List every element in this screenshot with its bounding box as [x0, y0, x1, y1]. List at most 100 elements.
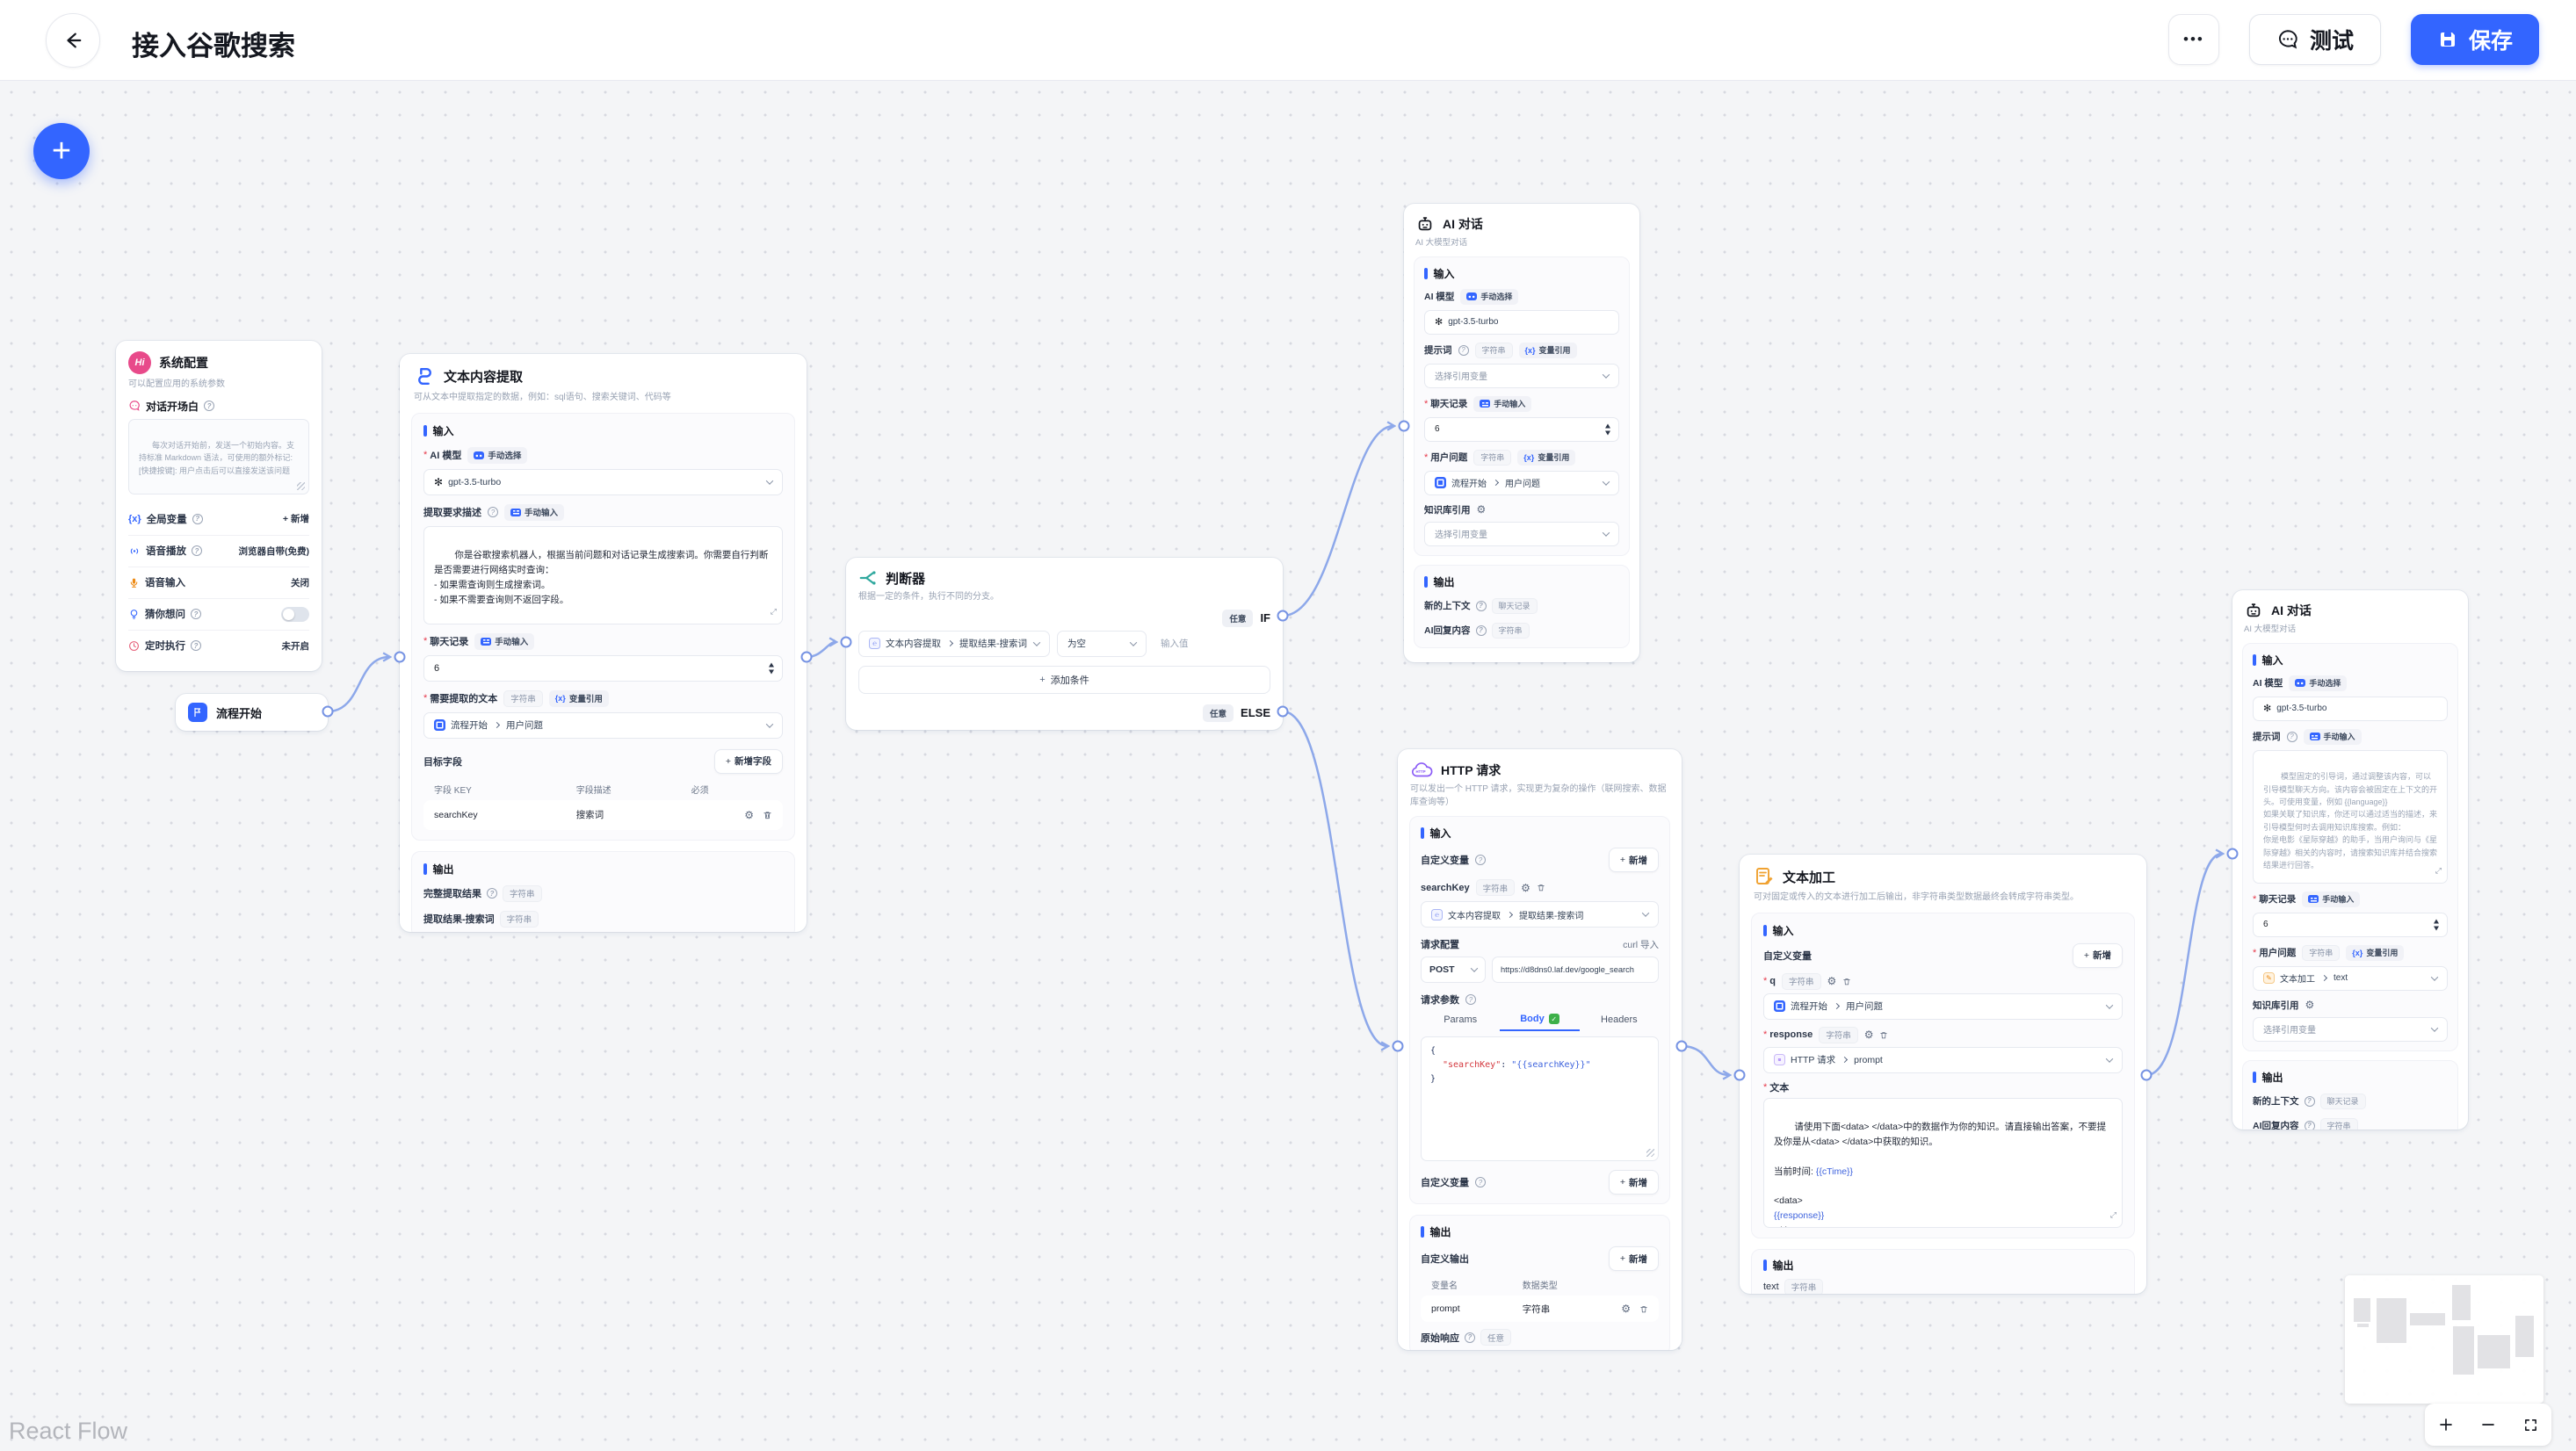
- add-condition-button[interactable]: 添加条件: [858, 665, 1270, 694]
- gear-icon[interactable]: [1864, 1029, 1874, 1040]
- tab-headers[interactable]: Headers: [1601, 1014, 1638, 1025]
- row-speech-input[interactable]: 语音输入 关闭: [128, 566, 309, 598]
- resize-handle[interactable]: [297, 481, 305, 490]
- handle-http-out[interactable]: [1675, 1040, 1688, 1052]
- history-count-input[interactable]: 6: [423, 654, 783, 682]
- help-icon: [488, 507, 498, 517]
- welcome-textarea[interactable]: 每次对话开始前，发送一个初始内容。支持标准 Markdown 语法，可使用的额外…: [128, 418, 309, 494]
- trash-icon[interactable]: [763, 810, 772, 820]
- curl-import-button[interactable]: curl 导入: [1623, 939, 1659, 950]
- handle-judge-in[interactable]: [840, 636, 852, 648]
- save-button[interactable]: 保存: [2410, 14, 2539, 65]
- prompt-ref-select[interactable]: 选择引用变量: [1424, 363, 1619, 388]
- model-select[interactable]: ✻ gpt-3.5-turbo: [1424, 309, 1619, 335]
- model-select[interactable]: ✻ gpt-3.5-turbo: [2253, 696, 2448, 721]
- url-input[interactable]: https://d8dns0.laf.dev/google_search: [1492, 957, 1659, 983]
- handle-extract-in[interactable]: [394, 651, 406, 663]
- trash-icon[interactable]: [1879, 1030, 1888, 1040]
- handle-extract-out[interactable]: [800, 651, 813, 663]
- add-variable-button[interactable]: +新增: [282, 514, 309, 524]
- node-judge[interactable]: 判断器 根据一定的条件，执行不同的分支。 任意 IF ℮ 文本内容提取 提取结果…: [846, 558, 1283, 730]
- add-field-button[interactable]: 新增字段: [713, 748, 783, 774]
- handle-judge-else-out[interactable]: [1277, 705, 1289, 718]
- number-stepper[interactable]: [769, 662, 774, 674]
- flow-canvas[interactable]: + Hi 系统配置 可以配置应用的系统参数 对话开场白 每次对话开始前，发送一个…: [0, 81, 2576, 1451]
- tab-params[interactable]: Params: [1444, 1014, 1478, 1025]
- row-guess-question[interactable]: 猜你想问: [128, 597, 309, 630]
- node-flow-start[interactable]: 流程开始: [176, 694, 328, 731]
- number-stepper[interactable]: [2434, 919, 2439, 931]
- extract-requirement-textarea[interactable]: 你是谷歌搜索机器人，根据当前问题和对话记录生成搜索词。你需要自行判断是否需要进行…: [423, 525, 783, 624]
- edge-judge-else-http[interactable]: [1282, 710, 1387, 1046]
- add-variable-button[interactable]: 新增: [1608, 1170, 1659, 1195]
- gear-icon[interactable]: [1827, 976, 1837, 986]
- handle-judge-if-out[interactable]: [1277, 610, 1289, 622]
- handle-chat2-in[interactable]: [2226, 848, 2239, 860]
- edge-http-tp[interactable]: [1681, 1044, 1729, 1075]
- add-variable-button[interactable]: 新增: [1608, 848, 1659, 872]
- trash-icon[interactable]: [1537, 883, 1545, 892]
- expand-icon[interactable]: ⤢: [2435, 866, 2442, 876]
- resize-handle[interactable]: [1646, 1149, 1654, 1157]
- gear-icon[interactable]: [1521, 883, 1530, 893]
- handle-tp-in[interactable]: [1733, 1069, 1746, 1081]
- condition-value-input[interactable]: 输入值: [1161, 639, 1189, 649]
- edge-judge-if-chat1[interactable]: [1282, 426, 1393, 617]
- number-stepper[interactable]: [1605, 423, 1610, 436]
- node-ai-chat-1[interactable]: AI 对话 AI 大模型对话 输入 AI 模型 手动选择 ✻ gpt-3.5-t…: [1404, 204, 1639, 662]
- back-button[interactable]: [46, 13, 100, 68]
- var-ref-select[interactable]: ℮ 文本内容提取 提取结果-搜索词: [1421, 901, 1659, 928]
- trash-icon[interactable]: [1842, 977, 1851, 986]
- condition-operator-select[interactable]: 为空: [1057, 630, 1147, 657]
- node-http-request[interactable]: HTTP HTTP 请求 可以发出一个 HTTP 请求，实现更为复杂的操作（联网…: [1398, 749, 1682, 1350]
- field-row[interactable]: searchKey 搜索词: [423, 799, 783, 830]
- handle-start-out[interactable]: [322, 705, 334, 718]
- gear-icon[interactable]: [1477, 504, 1487, 515]
- add-variable-button[interactable]: 新增: [2072, 942, 2123, 968]
- edge-tp-chat2[interactable]: [2145, 854, 2222, 1077]
- body-json-editor[interactable]: { "searchKey": "{{searchKey}}" }: [1421, 1036, 1659, 1161]
- history-count-input[interactable]: 6: [1424, 416, 1619, 442]
- text-template-textarea[interactable]: 请使用下面<data> </data>中的数据作为你的知识。请直接输出答案，不要…: [1763, 1097, 2123, 1228]
- node-system-config[interactable]: Hi 系统配置 可以配置应用的系统参数 对话开场白 每次对话开始前，发送一个初始…: [116, 341, 322, 671]
- handle-tp-out[interactable]: [2140, 1069, 2153, 1081]
- q-ref-select[interactable]: 流程开始 用户问题: [1763, 993, 2123, 1020]
- question-ref-select[interactable]: 流程开始 用户问题: [1424, 470, 1619, 495]
- node-ai-chat-2[interactable]: AI 对话 AI 大模型对话 输入 AI 模型 手动选择 ✻ gpt-3.5-t…: [2232, 590, 2468, 1130]
- fit-view-button[interactable]: [2519, 1413, 2542, 1436]
- prompt-textarea[interactable]: 模型固定的引导词，通过调整该内容，可以引导模型聊天方向。该内容会被固定在上下文的…: [2253, 749, 2448, 884]
- row-global-vars[interactable]: {x} 全局变量 +新增: [128, 503, 309, 535]
- add-output-button[interactable]: 新增: [1608, 1246, 1659, 1271]
- handle-chat1-in[interactable]: [1398, 420, 1410, 432]
- gear-icon[interactable]: [2305, 1000, 2315, 1010]
- history-count-input[interactable]: 6: [2253, 912, 2448, 937]
- row-scheduled-run[interactable]: 定时执行 未开启: [128, 629, 309, 661]
- handle-http-in[interactable]: [1392, 1040, 1404, 1052]
- method-select[interactable]: POST: [1421, 957, 1486, 983]
- kb-ref-select[interactable]: 选择引用变量: [2253, 1016, 2448, 1042]
- trash-icon[interactable]: [1639, 1304, 1648, 1314]
- model-select[interactable]: ✻ gpt-3.5-turbo: [423, 468, 783, 495]
- more-button[interactable]: •••: [2167, 14, 2219, 65]
- gear-icon[interactable]: [1621, 1303, 1631, 1314]
- source-ref-select[interactable]: 流程开始 用户问题: [423, 711, 783, 739]
- output-row[interactable]: prompt 字符串: [1421, 1296, 1659, 1322]
- edge-start-extract[interactable]: [327, 657, 389, 713]
- expand-icon[interactable]: ⤢: [770, 607, 777, 617]
- add-node-button[interactable]: +: [33, 123, 90, 179]
- test-button[interactable]: 测试: [2248, 14, 2381, 65]
- zoom-in-button[interactable]: [2435, 1413, 2457, 1436]
- guess-question-toggle[interactable]: [281, 606, 309, 622]
- row-tts[interactable]: 语音播放 浏览器自带(免费): [128, 534, 309, 567]
- condition-variable-select[interactable]: ℮ 文本内容提取 提取结果-搜索词: [858, 630, 1050, 657]
- tab-body[interactable]: Body: [1500, 1014, 1580, 1031]
- response-ref-select[interactable]: ≋ HTTP 请求 prompt: [1763, 1046, 2123, 1073]
- expand-icon[interactable]: ⤢: [2109, 1210, 2117, 1220]
- minimap[interactable]: [2345, 1275, 2543, 1404]
- node-text-process[interactable]: 文本加工 可对固定或传入的文本进行加工后输出，非字符串类型数据最终会转成字符串类…: [1740, 855, 2146, 1294]
- question-ref-select[interactable]: ✎ 文本加工 text: [2253, 965, 2448, 991]
- gear-icon[interactable]: [744, 810, 754, 820]
- zoom-out-button[interactable]: [2477, 1413, 2500, 1436]
- node-text-extract[interactable]: 文本内容提取 可从文本中提取指定的数据，例如：sql语句、搜索关键词、代码等 输…: [400, 354, 807, 932]
- kb-ref-select[interactable]: 选择引用变量: [1424, 521, 1619, 546]
